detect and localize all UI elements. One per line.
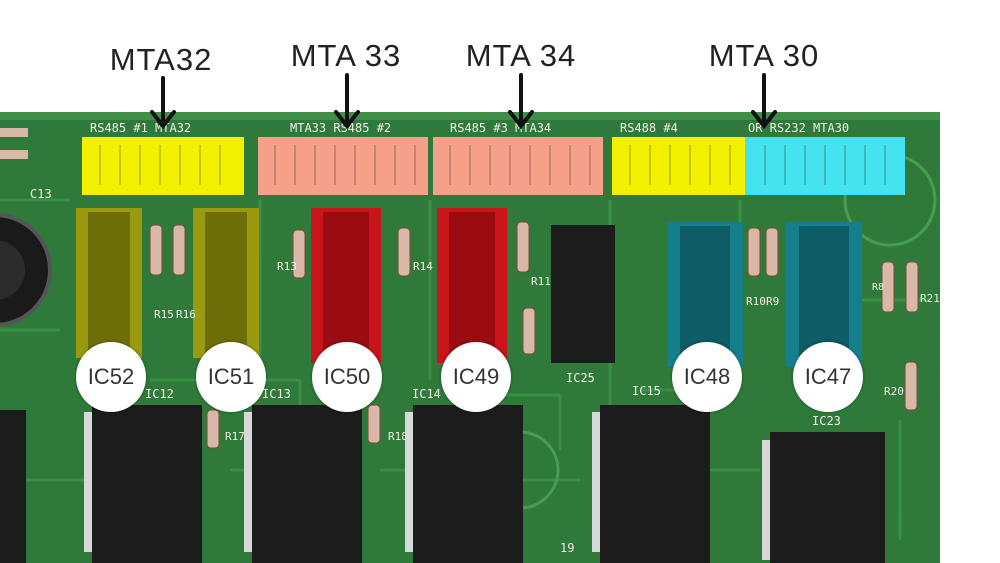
callout-mta32: MTA32 [109, 42, 213, 77]
bottom-ic-pins [84, 412, 770, 560]
arrows [150, 73, 777, 130]
callout-mta34: MTA 34 [465, 38, 577, 73]
silk-conn2: MTA33 RS485 #2 [290, 121, 391, 135]
arrow-mta30 [751, 73, 777, 130]
silk-conn3: RS485 #3 MTA34 [450, 121, 551, 135]
left-resistors [0, 128, 28, 159]
silk-r16: R16 [176, 308, 196, 321]
silk-r8: R8 [872, 282, 884, 293]
badge-ic49: IC49 [441, 342, 511, 412]
silk-r18: R18 [388, 430, 408, 443]
callout-mta30: MTA 30 [708, 38, 820, 73]
silk-c13: C13 [30, 187, 52, 201]
silk-r17: R17 [225, 430, 245, 443]
pcb-edge [0, 112, 940, 120]
silk-r14: R14 [413, 260, 433, 273]
connector-pins [99, 145, 886, 185]
silk-r13: R13 [277, 260, 297, 273]
badge-ic50: IC50 [312, 342, 382, 412]
silk-conn4: RS488 #4 [620, 121, 678, 135]
connector-mta34 [433, 137, 603, 195]
silk-r19: 19 [560, 541, 574, 555]
ic51-chip [193, 208, 259, 358]
badge-ic51: IC51 [196, 342, 266, 412]
silk-ic15: IC15 [632, 384, 661, 398]
silk-ic25: IC25 [566, 371, 595, 385]
ic25-chip [551, 225, 615, 363]
arrow-mta33 [334, 73, 360, 130]
silk-r21: R21 [920, 292, 940, 305]
silk-r11: R11 [531, 275, 551, 288]
badge-ic52: IC52 [76, 342, 146, 412]
silk-r10: R10 [746, 295, 766, 308]
silk-r20: R20 [884, 385, 904, 398]
callout-mta33: MTA 33 [290, 38, 402, 73]
badge-ic48: IC48 [672, 342, 742, 412]
silk-r9: R9 [766, 295, 779, 308]
silk-ic12: IC12 [145, 387, 174, 401]
silk-ic14: IC14 [412, 387, 441, 401]
silk-conn5: OR RS232 MTA30 [748, 121, 849, 135]
badge-ic47: IC47 [793, 342, 863, 412]
connector-mta33 [258, 137, 428, 195]
connector-mta30 [745, 137, 905, 195]
connector-rs488-4 [612, 137, 745, 195]
ic52-chip [76, 208, 142, 358]
ic50-chip [311, 208, 381, 363]
silk-r15: R15 [154, 308, 174, 321]
silk-conn1: RS485 #1 MTA32 [90, 121, 191, 135]
arrow-mta32 [150, 76, 176, 130]
arrow-mta34 [508, 73, 534, 130]
silk-ic13: IC13 [262, 387, 291, 401]
bottom-ics [0, 405, 885, 563]
connector-mta32 [82, 137, 244, 195]
silk-ic23: IC23 [812, 414, 841, 428]
ic49-chip [437, 208, 507, 363]
resistors [149, 221, 919, 449]
